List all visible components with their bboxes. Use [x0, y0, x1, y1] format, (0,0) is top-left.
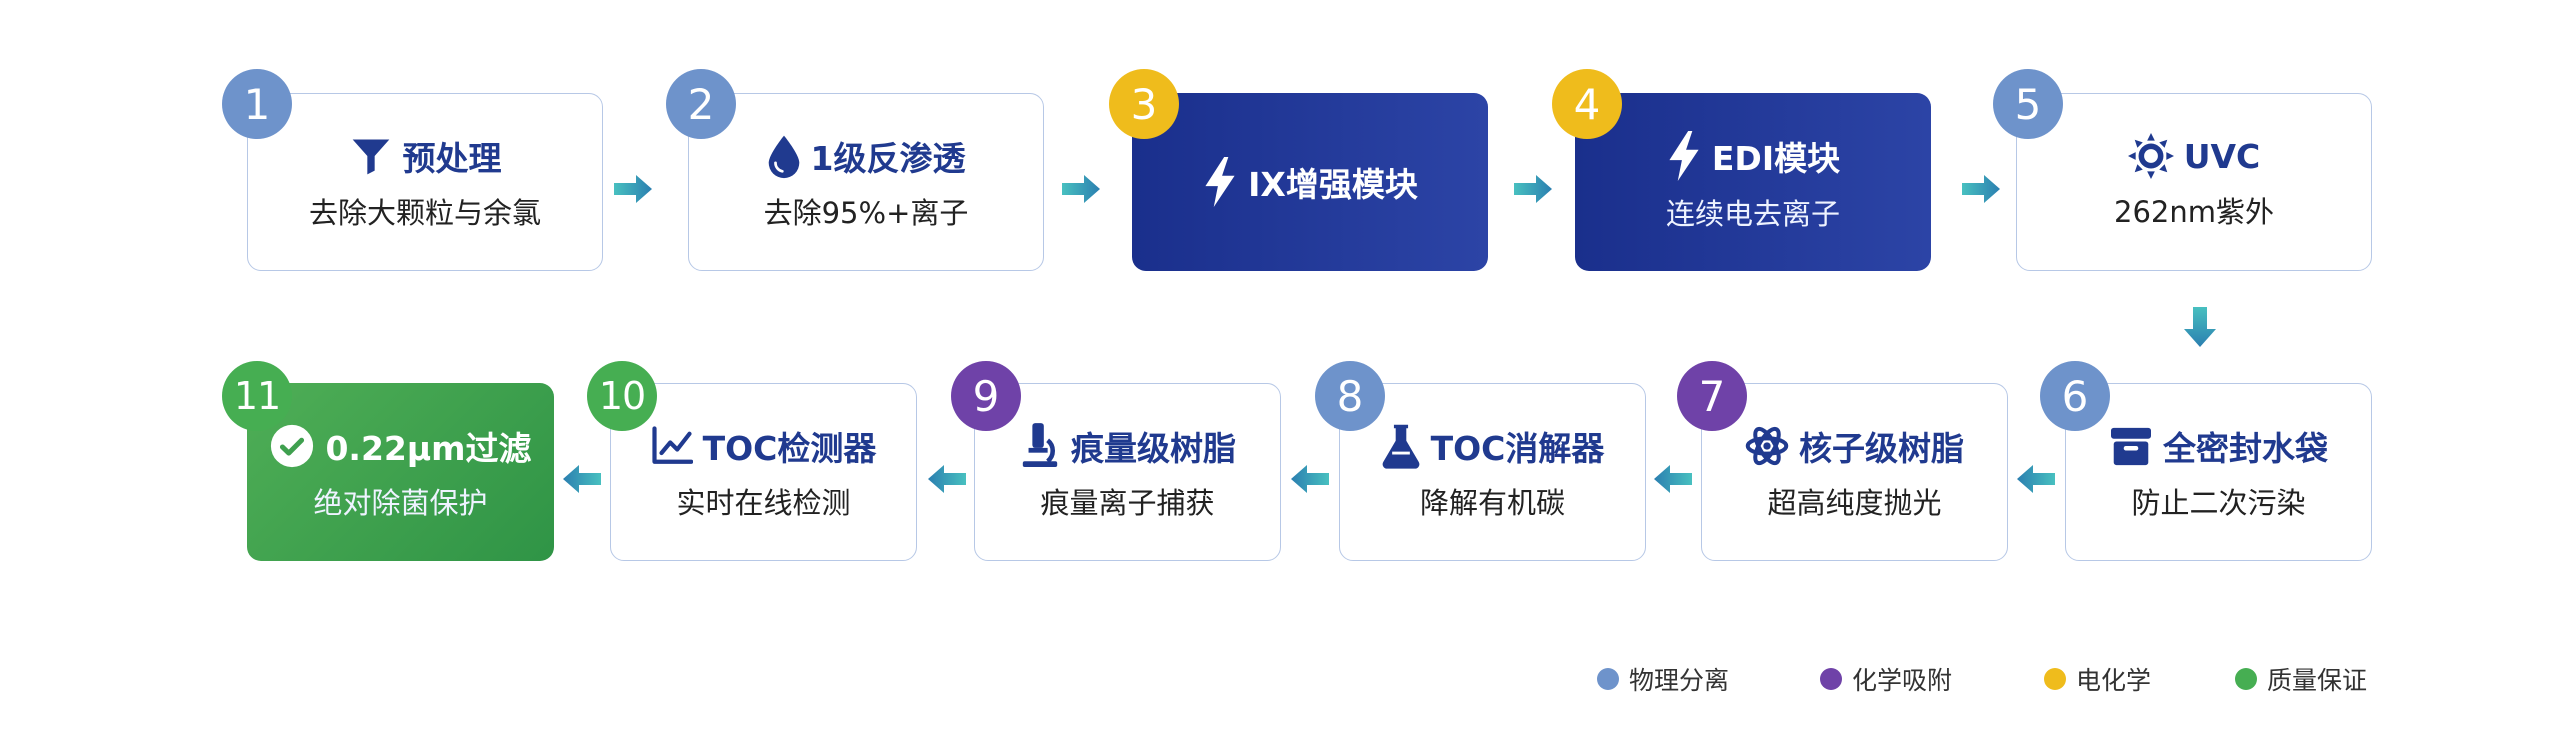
step-title: TOC消解器: [1430, 429, 1605, 468]
step-subtitle: 痕量离子捕获: [1040, 486, 1215, 520]
step-title: 全密封水袋: [2163, 429, 2328, 468]
step-card-8: TOC消解器 降解有机碳: [1339, 383, 1646, 561]
step-title: IX增强模块: [1248, 165, 1418, 204]
legend-dot: [2235, 668, 2257, 690]
step-card-4: EDI模块 连续电去离子: [1575, 93, 1931, 271]
funnel-icon: [349, 134, 393, 178]
flow-arrow-left: [1291, 464, 1329, 498]
flow-arrow-right: [1514, 174, 1552, 208]
step-number-badge: 4: [1552, 69, 1622, 139]
legend-label: 物理分离: [1629, 666, 1730, 695]
legend-dot: [1820, 668, 1842, 690]
legend-dot: [1597, 668, 1619, 690]
step-subtitle: 绝对除菌保护: [313, 486, 488, 520]
step-subtitle: 262nm紫外: [2114, 195, 2274, 229]
step-number-badge: 6: [2040, 361, 2110, 431]
step-number-badge: 2: [666, 69, 736, 139]
step-subtitle: 实时在线检测: [676, 486, 851, 520]
step-card-10: TOC检测器 实时在线检测: [610, 383, 917, 561]
step-number-badge: 11: [222, 361, 292, 431]
step-title: 预处理: [402, 139, 502, 178]
water-drop-icon: [767, 133, 801, 179]
step-card-2: 1级反渗透 去除95%+离子: [688, 93, 1044, 271]
flask-icon: [1381, 423, 1421, 469]
flow-arrow-left: [1654, 464, 1692, 498]
line-chart-icon: [651, 426, 693, 466]
step-title: 核子级树脂: [1799, 429, 1964, 468]
legend-item: 电化学: [2044, 661, 2151, 697]
flow-arrow-right: [614, 174, 652, 208]
step-title: 0.22μm过滤: [325, 429, 532, 468]
step-title: EDI模块: [1711, 139, 1841, 178]
step-number-badge: 9: [951, 361, 1021, 431]
lightning-icon: [1202, 157, 1238, 207]
step-title: TOC检测器: [702, 429, 877, 468]
flow-arrow-right: [1962, 174, 2000, 208]
flow-arrow-left: [928, 464, 966, 498]
step-title: 1级反渗透: [810, 139, 966, 178]
step-card-9: 痕量级树脂 痕量离子捕获: [974, 383, 1281, 561]
legend-label: 电化学: [2076, 666, 2152, 695]
microscope-icon: [1019, 423, 1061, 469]
step-card-11: 0.22μm过滤 绝对除菌保护: [247, 383, 554, 561]
sun-icon: [2127, 133, 2174, 179]
legend-dot: [2044, 668, 2066, 690]
flow-arrow-left: [563, 464, 601, 498]
legend-label: 质量保证: [2267, 666, 2368, 695]
step-number-badge: 10: [587, 361, 657, 431]
check-circle-icon: [269, 423, 315, 469]
legend-label: 化学吸附: [1852, 666, 1953, 695]
step-subtitle: 防止二次污染: [2131, 486, 2306, 520]
step-title: UVC: [2183, 136, 2261, 176]
step-card-5: UVC 262nm紫外: [2016, 93, 2372, 271]
legend-item: 质量保证: [2235, 661, 2367, 697]
step-subtitle: 去除大颗粒与余氯: [308, 196, 541, 230]
step-card-1: 预处理 去除大颗粒与余氯: [247, 93, 603, 271]
step-card-6: 全密封水袋 防止二次污染: [2065, 383, 2372, 561]
step-subtitle: 连续电去离子: [1665, 197, 1840, 231]
atom-icon: [1745, 424, 1789, 468]
step-number-badge: 5: [1993, 69, 2063, 139]
step-number-badge: 3: [1109, 69, 1179, 139]
step-title: 痕量级树脂: [1071, 429, 1236, 468]
lightning-icon: [1666, 131, 1702, 181]
step-number-badge: 8: [1315, 361, 1385, 431]
step-number-badge: 7: [1677, 361, 1747, 431]
step-subtitle: 超高纯度抛光: [1767, 486, 1942, 520]
legend-item: 化学吸附: [1820, 661, 1952, 697]
step-subtitle: 去除95%+离子: [763, 196, 969, 230]
step-number-badge: 1: [222, 69, 292, 139]
legend-item: 物理分离: [1597, 661, 1729, 697]
flow-arrow-left: [2017, 464, 2055, 498]
archive-box-icon: [2109, 426, 2153, 466]
step-subtitle: 降解有机碳: [1419, 486, 1565, 520]
flow-arrow-down: [2184, 307, 2216, 351]
step-card-7: 核子级树脂 超高纯度抛光: [1701, 383, 2008, 561]
flow-arrow-right: [1062, 174, 1100, 208]
step-card-3: IX增强模块: [1132, 93, 1488, 271]
